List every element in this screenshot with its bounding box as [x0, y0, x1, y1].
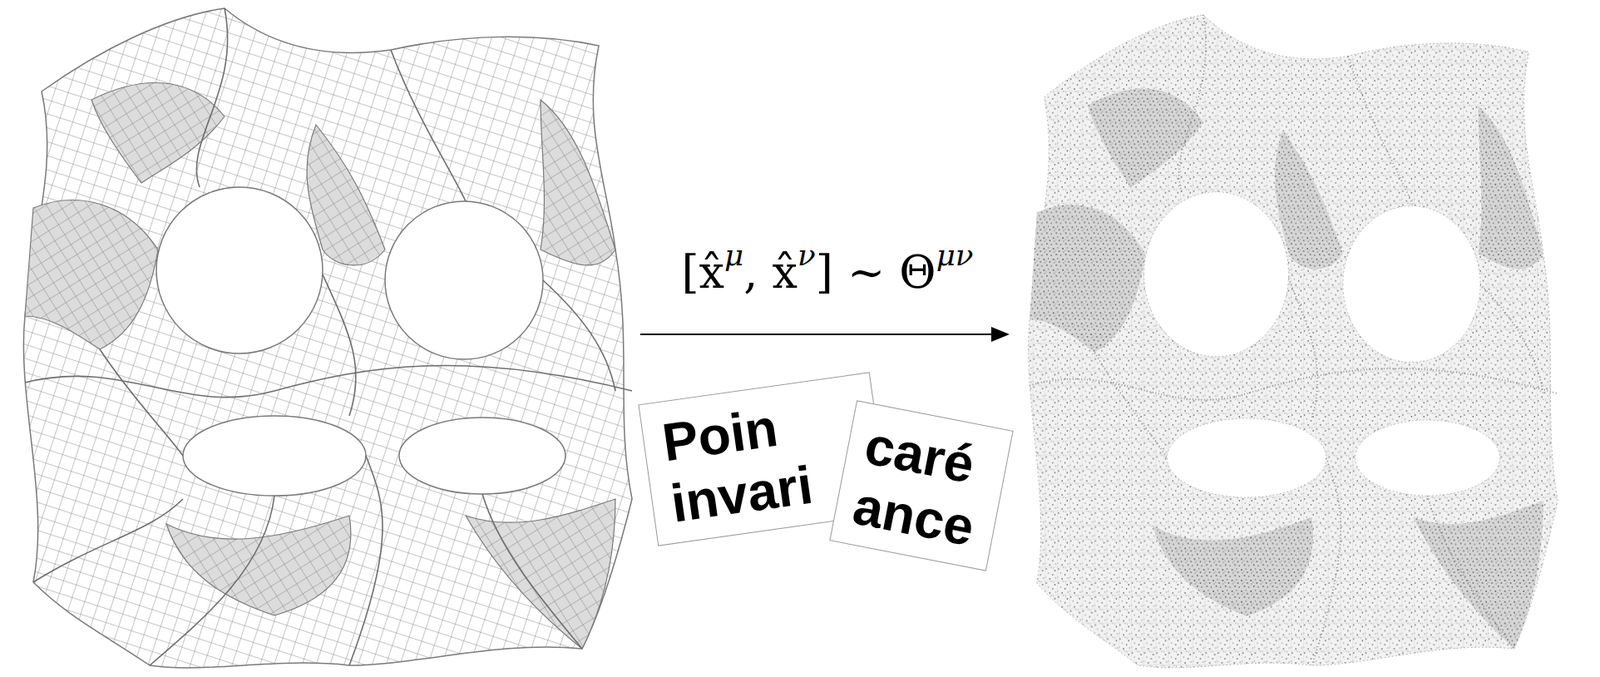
formula-text: [x̂ — [681, 246, 726, 299]
formula-text: , x̂ — [743, 246, 798, 299]
commutator-formula: [x̂μ, x̂ν] ∼ Θμν — [632, 237, 1023, 299]
formula-text: ] ∼ Θ — [815, 246, 937, 299]
index-superscript: μν — [936, 237, 974, 272]
fuzzy-surface — [1028, 14, 1559, 668]
transition-arrow — [640, 326, 1010, 342]
smooth-surface — [23, 8, 633, 668]
index-superscript: ν — [797, 237, 816, 272]
torn-paper: caréance — [829, 400, 1013, 571]
index-superscript: μ — [724, 237, 744, 272]
